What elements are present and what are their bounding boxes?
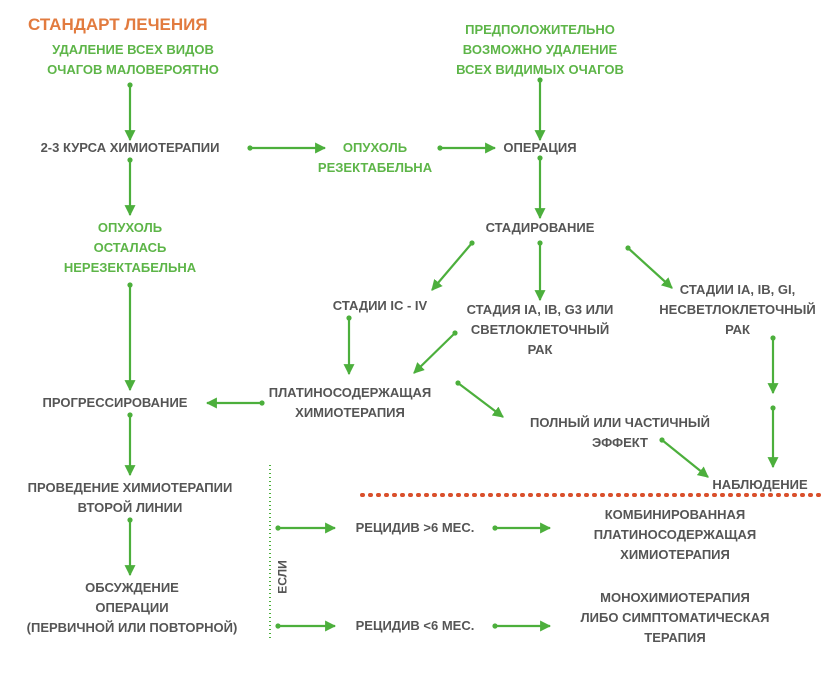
- title-standard-treatment: СТАНДАРТ ЛЕЧЕНИЯ: [28, 15, 208, 34]
- arrow-effect-to-observation: [661, 439, 709, 478]
- arrow-if-to-relapse-more-6-start-dot: [275, 525, 281, 531]
- node-operation: ОПЕРАЦИЯ: [503, 140, 577, 155]
- arrow-platinum-to-progression-start-dot: [259, 400, 265, 406]
- node-stages-ia-ib-gi: СТАДИИ IA, IB, GI, НЕСВЕТЛОКЛЕТОЧНЫЙ РАК: [659, 282, 816, 337]
- arrow-second-line-to-discussion-start-dot: [127, 517, 133, 523]
- node-staging: СТАДИРОВАНИЕ: [485, 220, 595, 235]
- arrow-unresectable-to-progression-start-dot: [127, 282, 133, 288]
- arrow-relapse-less-6-to-mono-start-dot: [492, 623, 498, 629]
- node-possible-removal: ПРЕДПОЛОЖИТЕЛЬНО ВОЗМОЖНО УДАЛЕНИЕ ВСЕХ …: [456, 22, 624, 77]
- arrow-unlikely-to-chemo-start-dot: [127, 82, 133, 88]
- node-chemo-courses: 2-3 КУРСА ХИМИОТЕРАПИИ: [40, 140, 220, 155]
- arrow-resectable-to-operation-start-dot: [437, 145, 443, 151]
- arrow-staging-to-ia-ib-gi: [627, 247, 673, 289]
- node-progression: ПРОГРЕССИРОВАНИЕ: [42, 395, 188, 410]
- arrow-progression-to-second-line-start-dot: [127, 412, 133, 418]
- node-mono-chemo: МОНОХИМИОТЕРАПИЯ ЛИБО СИМПТОМАТИЧЕСКАЯ Т…: [580, 590, 770, 645]
- arrow-staging-to-ia-ib-g3-start-dot: [537, 240, 543, 246]
- arrow-operation-to-staging-start-dot: [537, 155, 543, 161]
- arrow-possible-to-operation-start-dot: [537, 77, 543, 83]
- arrow-g3-to-platinum: [413, 332, 456, 374]
- node-discussion-operation: ОБСУЖДЕНИЕ ОПЕРАЦИИ (ПЕРВИЧНОЙ ИЛИ ПОВТО…: [26, 580, 238, 635]
- arrow-if-to-relapse-less-6-start-dot: [275, 623, 281, 629]
- arrow-platinum-to-effect-start-dot: [455, 380, 461, 386]
- arrow-gi-to-observation-b-start-dot: [770, 405, 776, 411]
- node-platinum-chemo: ПЛАТИНОСОДЕРЖАЩАЯ ХИМИОТЕРАПИЯ: [268, 385, 432, 420]
- arrow-staging-to-ic-iv-start-dot: [469, 240, 475, 246]
- node-observation: НАБЛЮДЕНИЕ: [712, 477, 808, 492]
- arrow-ic-iv-to-platinum-start-dot: [346, 315, 352, 321]
- node-stages-ic-iv: СТАДИИ IC - IV: [332, 298, 428, 313]
- arrows: [124, 77, 779, 632]
- arrow-g3-to-platinum-start-dot: [452, 330, 458, 336]
- arrow-chemo-to-unresectable-start-dot: [127, 157, 133, 163]
- node-resectable: ОПУХОЛЬ РЕЗЕКТАБЕЛЬНА: [317, 140, 433, 175]
- arrow-gi-to-observation-a-start-dot: [770, 335, 776, 341]
- arrow-platinum-to-effect: [457, 382, 504, 418]
- arrow-chemo-to-resectable-start-dot: [247, 145, 253, 151]
- arrow-staging-to-ic-iv: [431, 242, 473, 291]
- node-unlikely-removal: УДАЛЕНИЕ ВСЕХ ВИДОВ ОЧАГОВ МАЛОВЕРОЯТНО: [47, 42, 219, 77]
- node-stage-ia-ib-g3: СТАДИЯ IA, IB, G3 ИЛИ СВЕТЛОКЛЕТОЧНЫЙ РА…: [466, 302, 614, 357]
- arrow-relapse-more-6-to-combined-start-dot: [492, 525, 498, 531]
- node-unresectable: ОПУХОЛЬ ОСТАЛАСЬ НЕРЕЗЕКТАБЕЛЬНА: [63, 220, 197, 275]
- arrow-effect-to-observation-start-dot: [659, 437, 665, 443]
- node-second-line-chemo: ПРОВЕДЕНИЕ ХИМИОТЕРАПИИ ВТОРОЙ ЛИНИИ: [27, 480, 233, 515]
- node-combined-chemo: КОМБИНИРОВАННАЯ ПЛАТИНОСОДЕРЖАЩАЯ ХИМИОТ…: [593, 507, 757, 562]
- node-relapse-more-6: РЕЦИДИВ >6 МЕС.: [355, 520, 475, 535]
- label-if: ЕСЛИ: [275, 560, 290, 594]
- node-effect: ПОЛНЫЙ ИЛИ ЧАСТИЧНЫЙ ЭФФЕКТ: [530, 415, 710, 450]
- node-relapse-less-6: РЕЦИДИВ <6 МЕС.: [355, 618, 475, 633]
- arrow-staging-to-ia-ib-gi-start-dot: [625, 245, 631, 251]
